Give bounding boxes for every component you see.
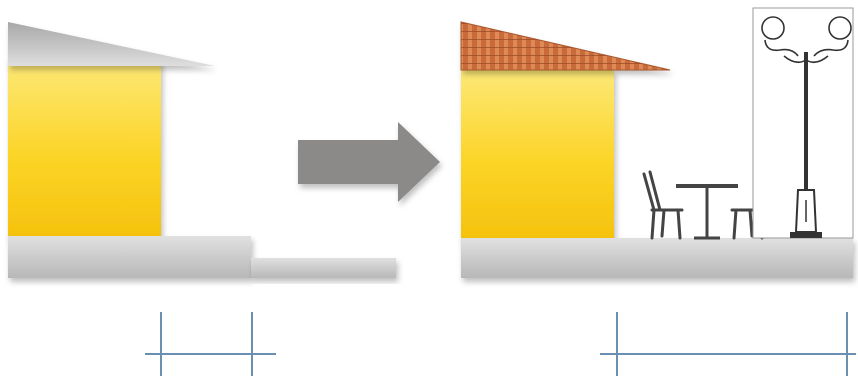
bistro-chair-left [642, 170, 684, 240]
raised-floor-slab [8, 236, 251, 278]
yellow-wall [8, 60, 161, 238]
tiled-roof [460, 21, 671, 71]
roof-canopy [8, 22, 215, 66]
bistro-table [676, 184, 738, 240]
extended-floor-slab [461, 238, 853, 278]
lower-sidewalk-slab [251, 258, 396, 278]
before-panel [8, 22, 396, 376]
width-dimension-marker [600, 312, 856, 376]
width-dimension-marker [145, 312, 276, 376]
street-lamp [752, 7, 854, 239]
after-panel [460, 7, 856, 376]
right-arrow [298, 122, 440, 202]
yellow-wall [461, 70, 614, 240]
